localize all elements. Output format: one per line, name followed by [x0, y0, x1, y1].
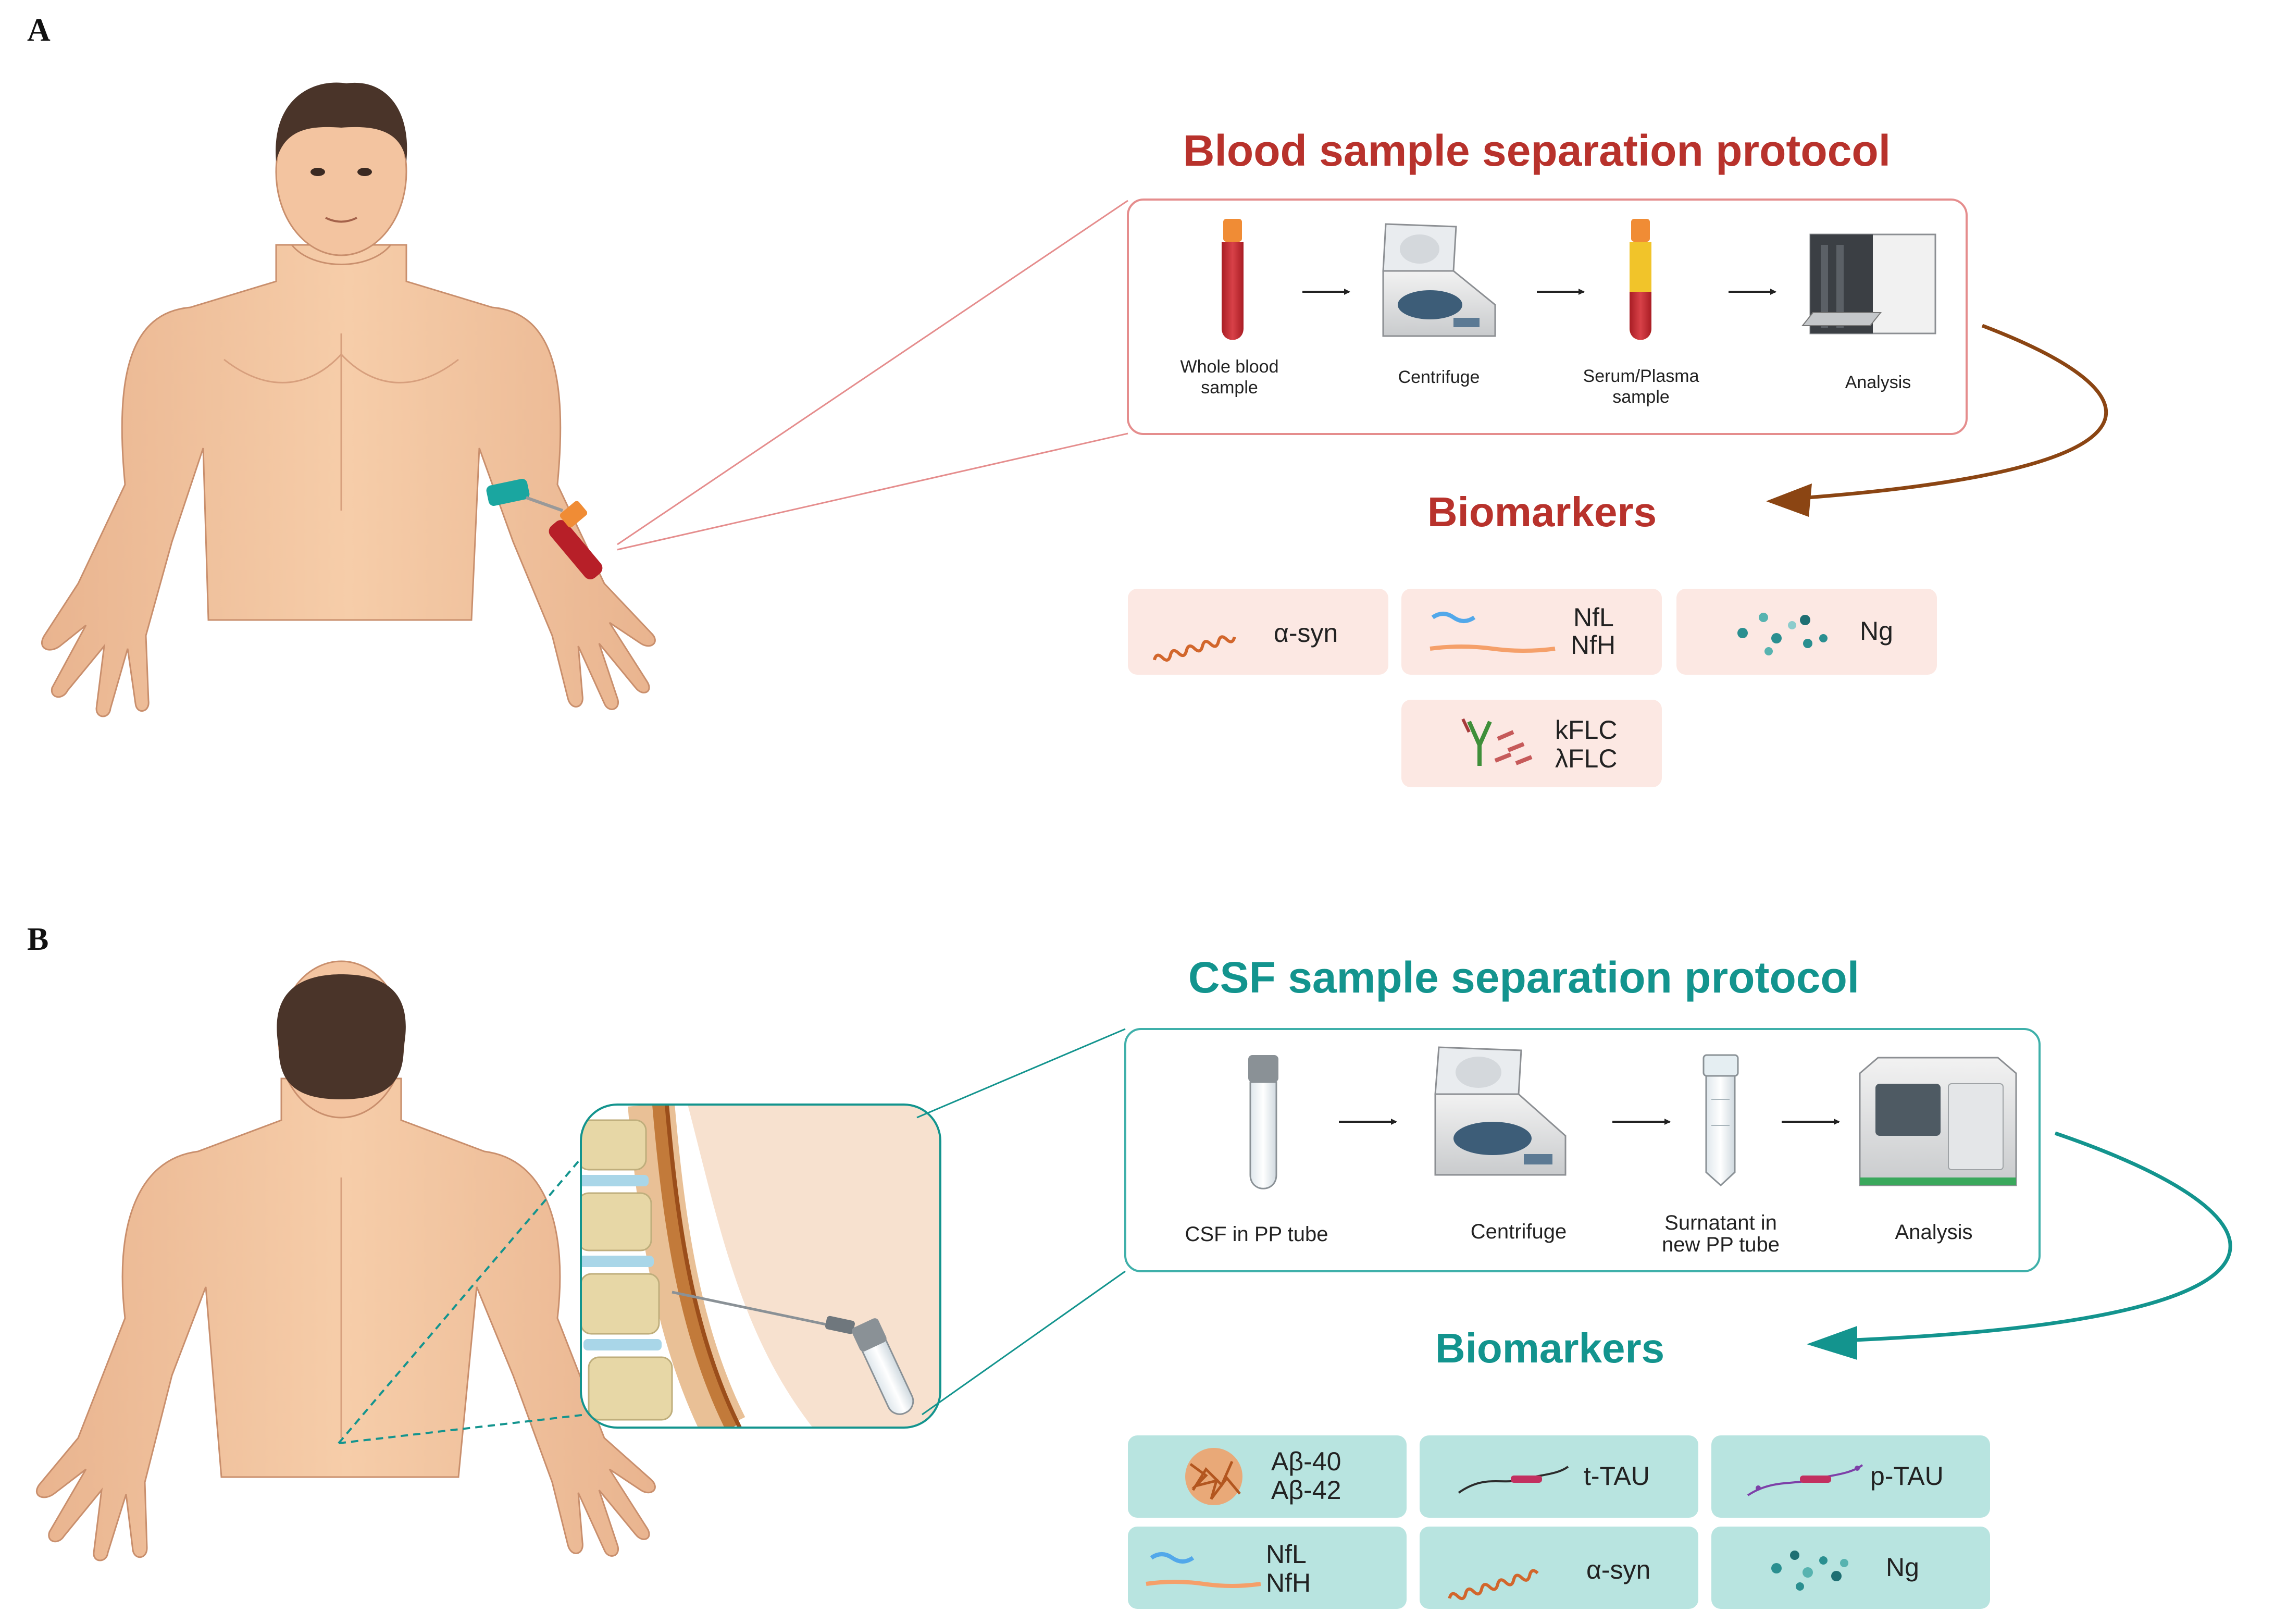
panel-b-letter: B — [27, 922, 48, 957]
neurofilament-icon — [1431, 612, 1476, 623]
analyzer-icon — [1859, 1057, 2017, 1186]
csf-biomarker-chip-nf: NfL NfH — [1128, 1527, 1407, 1609]
blood-protocol-title: Blood sample separation protocol — [1183, 126, 1891, 175]
blood-curved-arrow — [1807, 324, 2108, 500]
spine-zoom-line-bottom — [338, 1414, 587, 1444]
centrifuge-icon — [1382, 223, 1496, 337]
csf-biomarker-abeta42-label: Aβ-42 — [1271, 1476, 1341, 1505]
blood-biomarker-chip-nf: NfL NfH — [1401, 589, 1662, 675]
dots-icon — [1737, 613, 1828, 655]
neurofilament-long-strand — [1430, 644, 1556, 653]
blood-biomarkers-title: Biomarkers — [1427, 489, 1657, 535]
tau-strand-icon — [1458, 1466, 1569, 1494]
blood-step-4-label: Analysis — [1845, 373, 1911, 392]
csf-step-1-label: CSF in PP tube — [1185, 1223, 1328, 1246]
csf-biomarker-nfl-label: NfL — [1266, 1540, 1307, 1569]
blood-biomarker-chip-flc: kFLC λFLC — [1401, 700, 1662, 787]
csf-step-3-label-line1: Surnatant in — [1664, 1211, 1777, 1234]
csf-zoom-line-bottom — [922, 1270, 1126, 1416]
csf-biomarker-chip-ttau: t-TAU — [1420, 1435, 1698, 1518]
blood-biomarker-kflc-label: kFLC — [1555, 715, 1617, 745]
blood-step-2-label: Centrifuge — [1398, 367, 1480, 387]
antibody-icon — [1461, 718, 1533, 766]
neurofilament-icon — [1150, 1552, 1195, 1564]
spine-zoom-line-top — [338, 1145, 592, 1444]
patient-back-illustration — [35, 960, 656, 1561]
csf-biomarker-asyn-label: α-syn — [1586, 1555, 1650, 1584]
csf-step-2-label: Centrifuge — [1471, 1220, 1567, 1243]
csf-pp-tube-icon — [1248, 1055, 1278, 1189]
csf-biomarker-chip-ng: Ng — [1711, 1527, 1990, 1609]
csf-biomarker-chip-abeta: Aβ-40 Aβ-42 — [1128, 1435, 1407, 1518]
analyzer-icon — [1801, 233, 1936, 334]
csf-biomarker-ttau-label: t-TAU — [1584, 1461, 1650, 1491]
phospho-tau-icon — [1747, 1464, 1863, 1496]
fibril-icon — [1448, 1569, 1539, 1601]
blood-step-3-label-line1: Serum/Plasma — [1583, 366, 1699, 386]
csf-curved-arrow-head — [1807, 1326, 1857, 1360]
blood-biomarker-lflc-label: λFLC — [1555, 744, 1617, 773]
blood-biomarker-nfh-label: NfH — [1571, 630, 1615, 660]
csf-protocol-title: CSF sample separation protocol — [1188, 953, 1859, 1002]
whole-blood-tube-icon — [1222, 219, 1244, 340]
panel-a: A Blood sample separation protocol — [27, 13, 2108, 787]
panel-b: B — [27, 922, 2232, 1609]
csf-curved-arrow — [1854, 1131, 2232, 1342]
fibril-icon — [1152, 635, 1236, 662]
blood-step-3-label-line2: sample — [1612, 387, 1670, 407]
lumbar-puncture-inset — [580, 1104, 941, 1429]
blood-step-1-label-line1: Whole blood — [1180, 357, 1278, 377]
csf-biomarker-ng-label: Ng — [1886, 1553, 1919, 1582]
centrifuge-icon — [1434, 1046, 1567, 1176]
blood-biomarker-chip-asyn: α-syn — [1128, 589, 1388, 675]
zoom-line-bottom — [617, 432, 1128, 551]
csf-biomarker-chip-ptau: p-TAU — [1711, 1435, 1990, 1518]
serum-plasma-tube-icon — [1630, 219, 1651, 340]
supernatant-tube-icon — [1702, 1054, 1739, 1187]
neurofilament-long-strand — [1146, 1580, 1261, 1588]
csf-biomarker-abeta40-label: Aβ-40 — [1271, 1447, 1341, 1476]
csf-biomarkers-title: Biomarkers — [1435, 1325, 1664, 1371]
csf-zoom-line-top — [916, 1028, 1126, 1119]
blood-biomarker-asyn-label: α-syn — [1274, 618, 1338, 648]
dots-icon — [1771, 1551, 1848, 1591]
csf-step-3-label-line2: new PP tube — [1662, 1233, 1780, 1256]
blood-biomarker-ng-label: Ng — [1860, 616, 1893, 646]
panel-a-letter: A — [27, 13, 51, 48]
csf-protocol-frame — [1124, 1028, 2041, 1272]
blood-curved-arrow-head — [1766, 484, 1812, 517]
csf-biomarker-nfh-label: NfH — [1266, 1568, 1311, 1597]
csf-biomarker-chip-asyn: α-syn — [1420, 1527, 1698, 1609]
blood-step-1-label-line2: sample — [1201, 378, 1258, 398]
zoom-line-top — [617, 200, 1128, 546]
blood-biomarker-chip-ng: Ng — [1676, 589, 1937, 675]
blood-biomarker-nfl-label: NfL — [1573, 603, 1614, 632]
amyloid-cluster-icon — [1185, 1448, 1242, 1505]
csf-step-4-label: Analysis — [1895, 1221, 1973, 1244]
blood-protocol-frame — [1127, 199, 1968, 435]
patient-front-illustration — [41, 82, 656, 717]
csf-biomarker-ptau-label: p-TAU — [1870, 1461, 1944, 1491]
